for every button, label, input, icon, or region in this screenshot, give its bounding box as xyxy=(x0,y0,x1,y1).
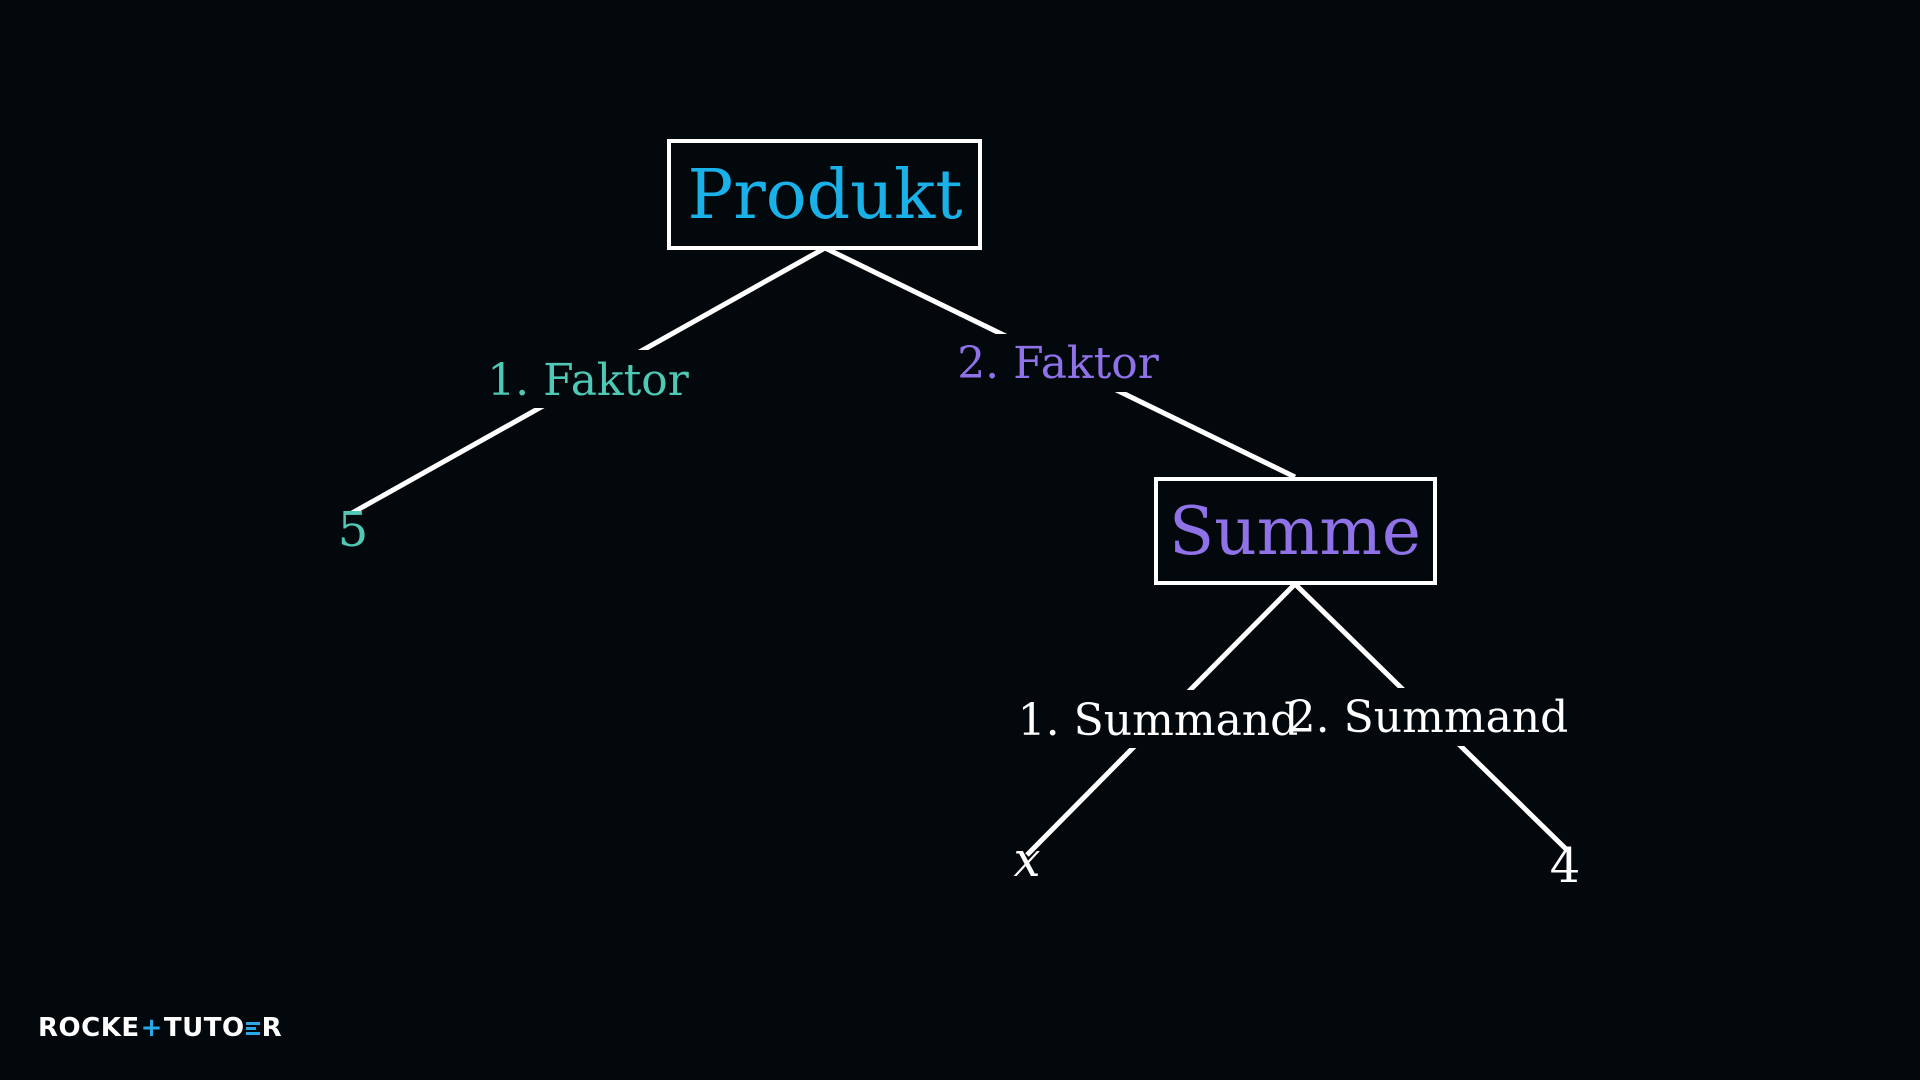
rocket-tutor-logo: ROCKE+TUTO R xyxy=(38,1010,282,1046)
edge-label-1-summand: 1. Summand xyxy=(1018,695,1299,746)
label-bg-2-faktor xyxy=(957,334,1157,392)
node-box-produkt xyxy=(667,139,982,250)
logo-text-tail: R xyxy=(261,1013,283,1043)
label-bg-1-summand xyxy=(1022,690,1294,748)
label-bg-2-summand xyxy=(1296,688,1568,746)
leaf-4: 4 xyxy=(1550,838,1581,894)
edge-label-2-faktor: 2. Faktor xyxy=(957,338,1160,389)
node-box-summe xyxy=(1154,477,1437,585)
node-summe: Summe xyxy=(1169,493,1421,570)
label-bg-1-faktor xyxy=(488,350,688,408)
edge-label-2-summand: 2. Summand xyxy=(1288,692,1569,743)
node-produkt: Produkt xyxy=(687,156,962,235)
leaf-5: 5 xyxy=(338,502,369,558)
logo-text-right: TUTO xyxy=(163,1013,245,1043)
leaf-x: x xyxy=(1013,832,1040,888)
logo-lines-icon xyxy=(245,1021,262,1035)
logo-text-left: ROCKE xyxy=(38,1013,140,1043)
edge-label-1-faktor: 1. Faktor xyxy=(487,355,690,406)
logo-plus-icon: + xyxy=(140,1013,163,1043)
